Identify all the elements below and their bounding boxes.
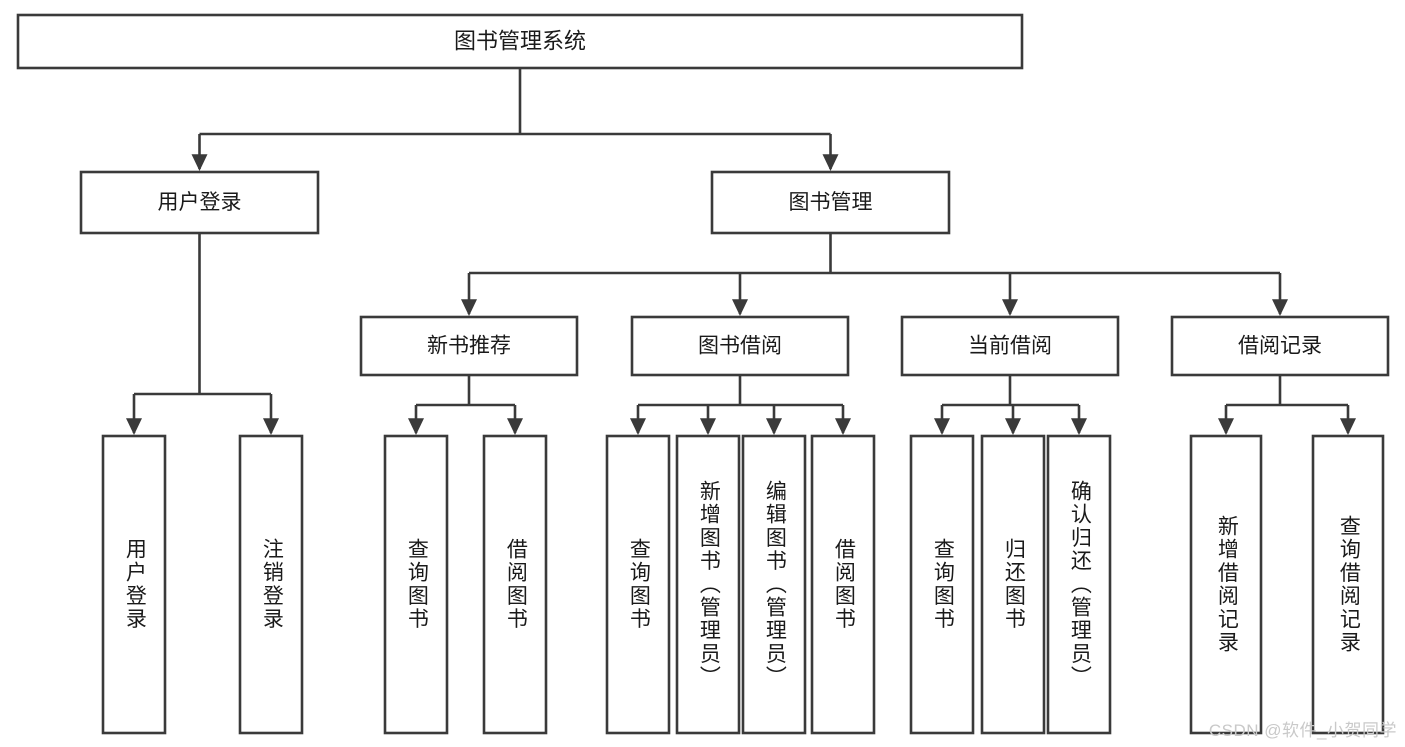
node-leaf-12[interactable]	[1311, 434, 1385, 735]
node-leaf-8[interactable]	[909, 434, 975, 735]
node-level2-0[interactable]: 新书推荐	[359, 315, 579, 377]
node-level2-2-label: 当前借阅	[968, 335, 1052, 358]
csdn-watermark: CSDN @软件_小贺同学	[1208, 721, 1397, 740]
node-level2-3-label: 借阅记录	[1238, 335, 1322, 358]
connector-layer	[126, 68, 1356, 435]
node-level1-1[interactable]: 图书管理	[710, 170, 951, 235]
node-leaf-10[interactable]	[1046, 434, 1112, 735]
node-leaf-6[interactable]	[741, 434, 807, 735]
node-level1-0-label: 用户登录	[158, 191, 242, 214]
node-leaf-2[interactable]	[383, 434, 449, 735]
node-level2-1-label: 图书借阅	[698, 335, 782, 358]
node-leaf-3[interactable]	[482, 434, 548, 735]
node-level2-3[interactable]: 借阅记录	[1170, 315, 1390, 377]
node-leaf-0[interactable]	[101, 434, 167, 735]
node-level2-1[interactable]: 图书借阅	[630, 315, 850, 377]
node-leaf-1[interactable]	[238, 434, 304, 735]
node-leaf-11[interactable]	[1189, 434, 1263, 735]
node-root[interactable]: 图书管理系统	[16, 13, 1024, 70]
node-level2-0-label: 新书推荐	[427, 335, 511, 358]
node-level2-2[interactable]: 当前借阅	[900, 315, 1120, 377]
node-root-label: 图书管理系统	[454, 28, 586, 53]
node-leaf-9[interactable]	[980, 434, 1046, 735]
node-leaf-5[interactable]	[675, 434, 741, 735]
node-level1-1-label: 图书管理	[789, 191, 873, 214]
node-level1-0[interactable]: 用户登录	[79, 170, 320, 235]
node-leaf-7[interactable]	[810, 434, 876, 735]
node-leaf-4[interactable]	[605, 434, 671, 735]
